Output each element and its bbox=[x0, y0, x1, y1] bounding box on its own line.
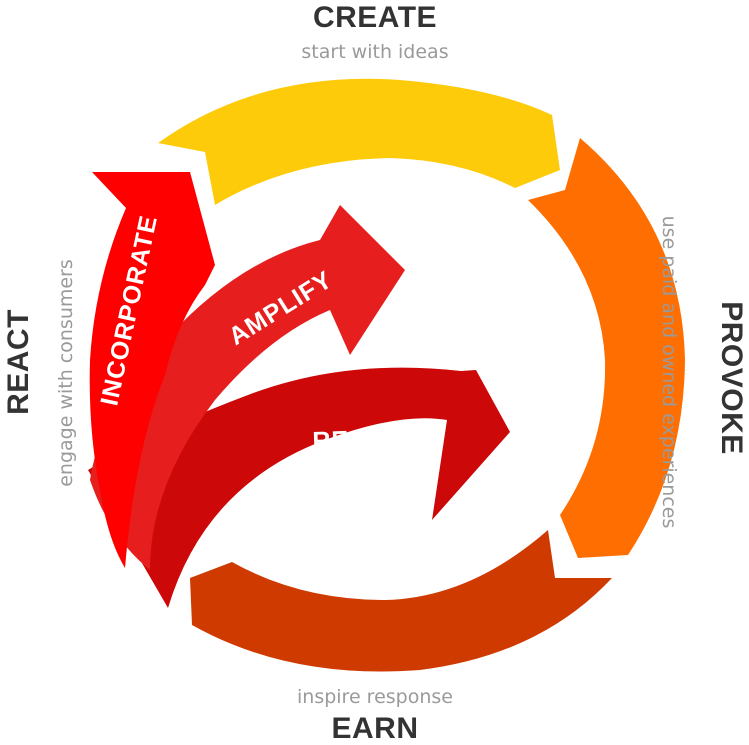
react-subtitle: engage with consumers bbox=[55, 259, 77, 487]
provoke-title: PROVOKE bbox=[715, 301, 748, 455]
earn-title: EARN bbox=[331, 712, 418, 745]
provoke-ring-segment bbox=[528, 138, 685, 558]
react-title: REACT bbox=[2, 309, 35, 415]
create-title: CREATE bbox=[313, 1, 437, 34]
earn-ring-segment bbox=[190, 530, 612, 672]
amplify-arrow bbox=[90, 205, 405, 570]
create-subtitle: start with ideas bbox=[301, 41, 448, 63]
create-ring-segment bbox=[158, 78, 560, 205]
incorporate-arrow bbox=[89, 172, 215, 568]
respond-label: RESPOND bbox=[312, 423, 444, 456]
provoke-subtitle: use paid and owned experiences bbox=[658, 216, 680, 529]
earn-subtitle: inspire response bbox=[297, 686, 453, 708]
